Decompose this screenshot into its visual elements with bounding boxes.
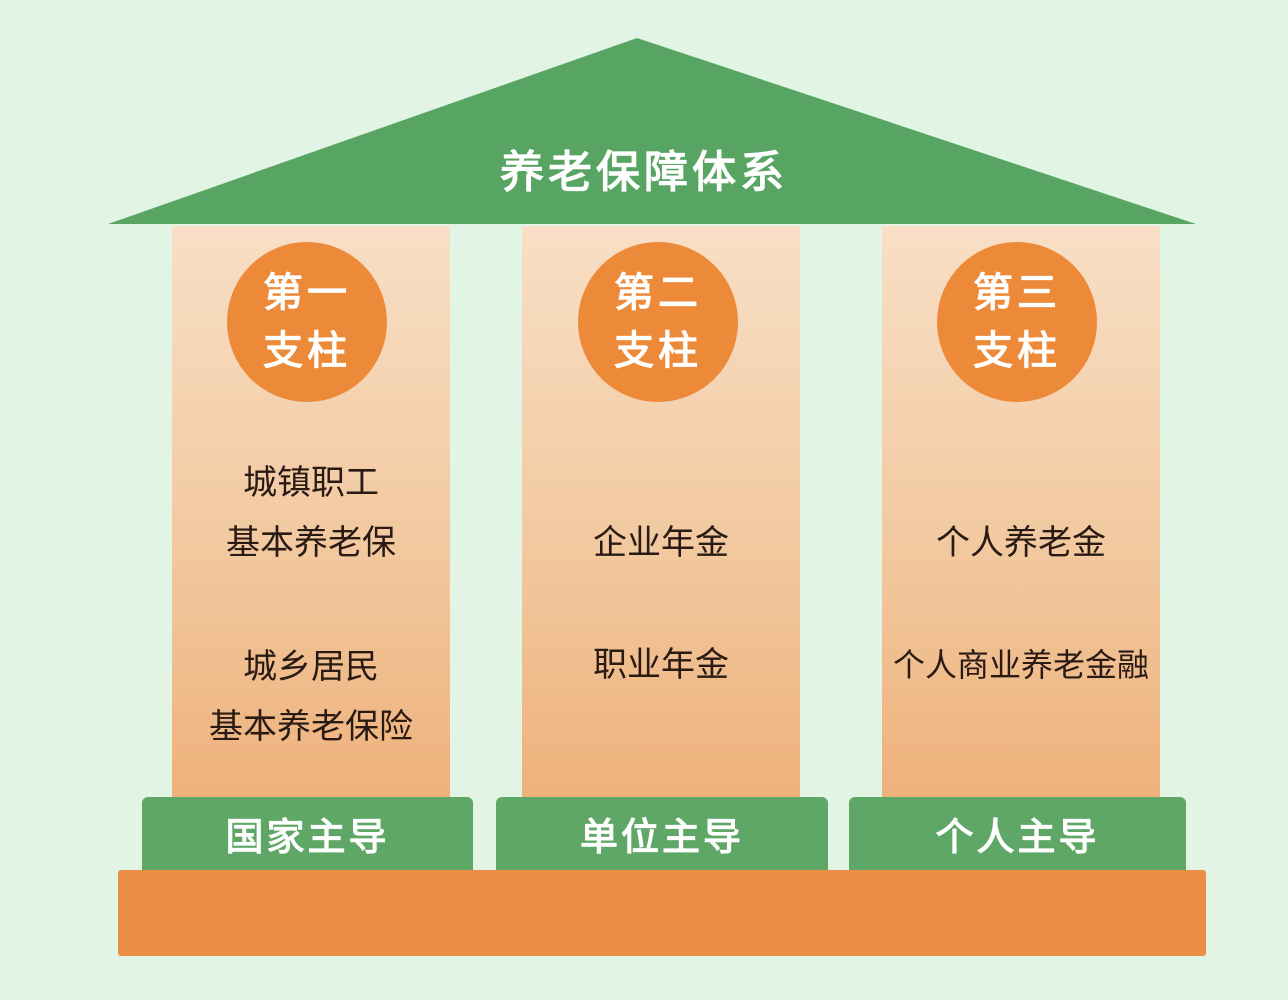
pillar-base-employer: 单位主导 <box>496 797 828 870</box>
roof-triangle <box>108 38 1196 224</box>
pillar-badge: 第二 支柱 <box>578 242 738 402</box>
pillar-item: 职业年金 <box>593 645 729 685</box>
pillar-item: 城镇职工 <box>243 463 379 503</box>
pillar-base-national: 国家主导 <box>142 797 473 870</box>
pillar-item: 个人养老金 <box>936 523 1106 563</box>
pillar-base-individual: 个人主导 <box>849 797 1186 870</box>
pillar-item: 企业年金 <box>593 523 729 563</box>
pillar-third: 第三 支柱 个人养老金 个人商业养老金融 <box>882 226 1160 797</box>
pillar-second: 第二 支柱 企业年金 职业年金 <box>522 226 800 797</box>
pillar-badge: 第一 支柱 <box>227 242 387 402</box>
pillar-item: 城乡居民 <box>243 647 379 687</box>
pillar-first: 第一 支柱 城镇职工 基本养老保 城乡居民 基本养老保险 <box>172 226 450 797</box>
pillar-item: 基本养老保险 <box>209 707 413 747</box>
system-title: 养老保障体系 <box>500 147 788 198</box>
pillar-item: 基本养老保 <box>226 523 396 563</box>
pillar-item: 个人商业养老金融 <box>892 646 1149 684</box>
pillar-badge: 第三 支柱 <box>937 242 1097 402</box>
foundation-plinth <box>118 870 1206 956</box>
